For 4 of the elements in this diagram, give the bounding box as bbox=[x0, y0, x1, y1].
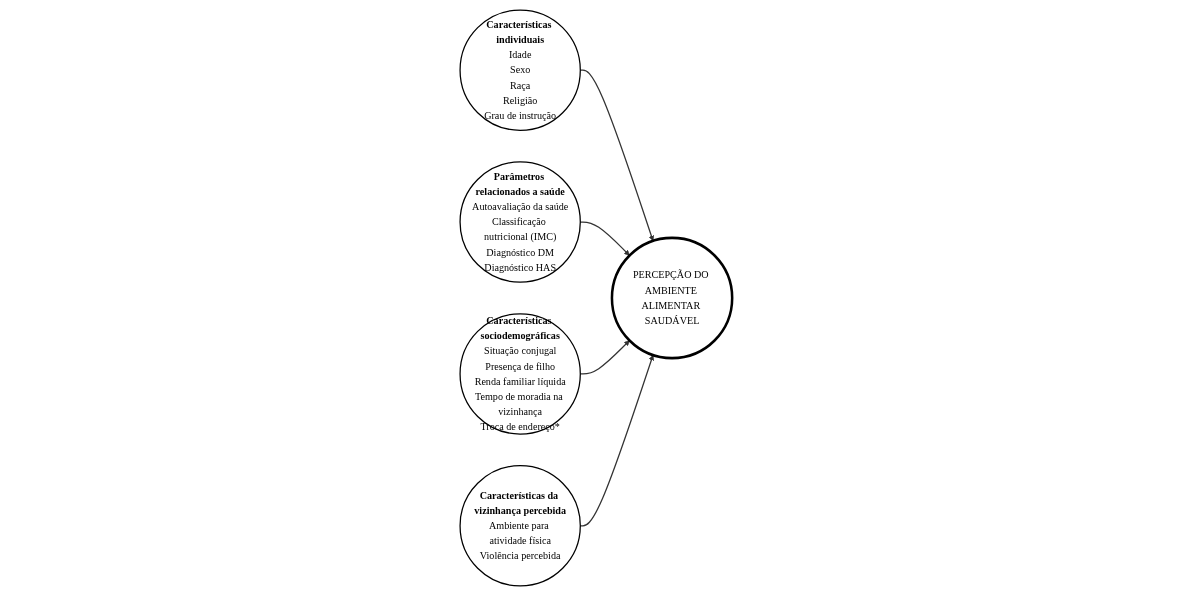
node-circle: Características da vizinhança percebida Ambiente para atividade física Violência percebida bbox=[459, 465, 581, 587]
node-circle: PERCEPÇÃO DO AMBIENTE ALIMENTAR SAUDÁVEL bbox=[610, 236, 734, 360]
node-circle: Parâmetros relacionados a saúde Autoavaliação da saúde Classificação nutricional (IMC) Diagnóstico DM Diagnóstico HAS bbox=[459, 161, 581, 283]
node-circle: Características individuais Idade Sexo Raça Religião Grau de instrução bbox=[459, 9, 581, 131]
